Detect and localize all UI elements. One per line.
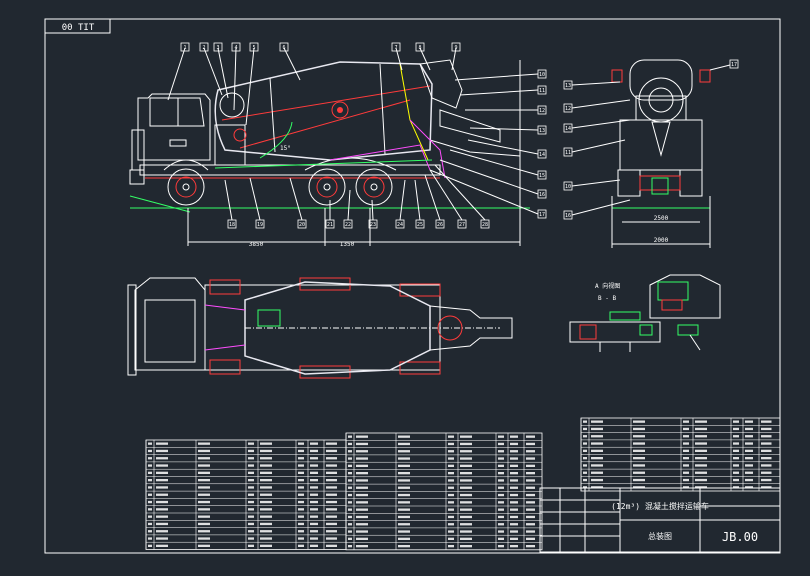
- truck-side-view: 15° 3850 1350: [129, 47, 539, 248]
- truck-plan-view: [127, 277, 513, 379]
- balloon-14: 14: [537, 149, 547, 159]
- rear-wheel-2: [355, 168, 393, 206]
- balloon-20: 20: [297, 219, 307, 229]
- balloon-10: 10: [563, 181, 573, 191]
- balloon-label: 21: [327, 222, 333, 228]
- balloon-16: 16: [563, 210, 573, 220]
- balloon-label: 22: [345, 222, 351, 228]
- balloons-right: 10 11 12 13 14 15 16 17: [537, 69, 547, 219]
- drawing-number-tab: 00 TIT: [44, 18, 111, 34]
- balloon-9: 9: [451, 42, 461, 52]
- balloon-label: 13: [539, 128, 545, 134]
- balloon-label: 20: [299, 222, 305, 228]
- balloon-21: 21: [325, 219, 335, 229]
- balloon-label: 9: [454, 45, 457, 51]
- balloon-17: 17: [729, 59, 739, 69]
- mixer-drum: [214, 61, 433, 161]
- product-name: (12m³) 混凝土搅拌运输车: [611, 501, 709, 511]
- balloon-label: 13: [565, 83, 571, 89]
- dim-track: 2000: [654, 237, 669, 244]
- dim-rear-span: 1350: [340, 241, 355, 248]
- truck-rear-view: 2500 2000: [571, 59, 731, 248]
- balloons-rear: 13 12 14 11 10 16 17: [563, 59, 739, 220]
- drawing-number: 00 TIT: [62, 23, 95, 33]
- balloon-8: 8: [415, 42, 425, 52]
- balloon-label: 14: [565, 126, 571, 132]
- balloon-label: 25: [417, 222, 423, 228]
- sheet-code: JB.00: [722, 530, 758, 544]
- balloon-label: 10: [565, 184, 571, 190]
- title-block: (12m³) 混凝土搅拌运输车 总装图 JB.00: [539, 487, 781, 553]
- balloon-label: 16: [565, 213, 571, 219]
- balloon-label: 10: [539, 72, 545, 78]
- balloon-label: 17: [539, 212, 545, 218]
- section-label: A 向视图: [595, 282, 620, 290]
- balloon-label: 11: [565, 150, 571, 156]
- balloon-4: 4: [231, 42, 241, 52]
- drum-angle: 15°: [280, 145, 291, 152]
- balloon-label: 8: [418, 45, 421, 51]
- balloon-label: 16: [539, 192, 545, 198]
- balloon-16: 16: [537, 189, 547, 199]
- balloon-label: 3: [216, 45, 219, 51]
- balloon-13: 13: [563, 80, 573, 90]
- balloon-13: 13: [537, 125, 547, 135]
- sheet-name: 总装图: [648, 531, 672, 541]
- balloon-label: 5: [252, 45, 255, 51]
- balloon-label: 24: [397, 222, 403, 228]
- balloon-14: 14: [563, 123, 573, 133]
- balloon-label: 1: [183, 45, 186, 51]
- balloon-label: 18: [229, 222, 235, 228]
- balloon-label: 2: [202, 45, 205, 51]
- balloon-label: 27: [459, 222, 465, 228]
- balloon-label: 26: [437, 222, 443, 228]
- sheet-border: [44, 18, 781, 554]
- balloon-15: 15: [537, 170, 547, 180]
- section-view: A 向视图 B - B: [569, 274, 721, 352]
- balloon-19: 19: [255, 219, 265, 229]
- balloon-11: 11: [563, 147, 573, 157]
- balloon-label: 14: [539, 152, 545, 158]
- dim-rear-width: 2500: [654, 215, 669, 222]
- balloon-6: 6: [279, 42, 289, 52]
- balloon-2: 2: [199, 42, 209, 52]
- balloon-12: 12: [537, 105, 547, 115]
- balloon-label: 7: [394, 45, 397, 51]
- dim-front-span: 3850: [249, 241, 264, 248]
- balloon-label: 28: [482, 222, 488, 228]
- rear-wheel-1: [308, 168, 346, 206]
- balloon-24: 24: [395, 219, 405, 229]
- parts-list-tables: [145, 417, 781, 551]
- balloon-label: 6: [282, 45, 285, 51]
- balloon-22: 22: [343, 219, 353, 229]
- balloon-23: 23: [368, 219, 378, 229]
- balloons-bottom: 18 19 20 21 22 23 24 25 26 27 28: [227, 219, 490, 229]
- balloon-label: 11: [539, 88, 545, 94]
- balloon-7: 7: [391, 42, 401, 52]
- balloon-10: 10: [537, 69, 547, 79]
- balloon-28: 28: [480, 219, 490, 229]
- balloon-3: 3: [213, 42, 223, 52]
- balloons-top: 1 2 3 4 5 6 7 8 9: [180, 42, 461, 52]
- balloon-1: 1: [180, 42, 190, 52]
- balloon-12: 12: [563, 103, 573, 113]
- balloon-label: 19: [257, 222, 263, 228]
- balloon-18: 18: [227, 219, 237, 229]
- balloon-label: 23: [370, 222, 376, 228]
- balloon-label: 12: [565, 106, 571, 112]
- balloon-25: 25: [415, 219, 425, 229]
- balloon-label: 12: [539, 108, 545, 114]
- balloon-label: 4: [234, 45, 237, 51]
- balloon-11: 11: [537, 85, 547, 95]
- balloon-label: 15: [539, 173, 545, 179]
- balloon-27: 27: [457, 219, 467, 229]
- front-wheel: [167, 168, 205, 206]
- section-sub-label: B - B: [598, 295, 616, 302]
- balloon-26: 26: [435, 219, 445, 229]
- balloon-17: 17: [537, 209, 547, 219]
- balloon-label: 17: [731, 62, 737, 68]
- balloon-5: 5: [249, 42, 259, 52]
